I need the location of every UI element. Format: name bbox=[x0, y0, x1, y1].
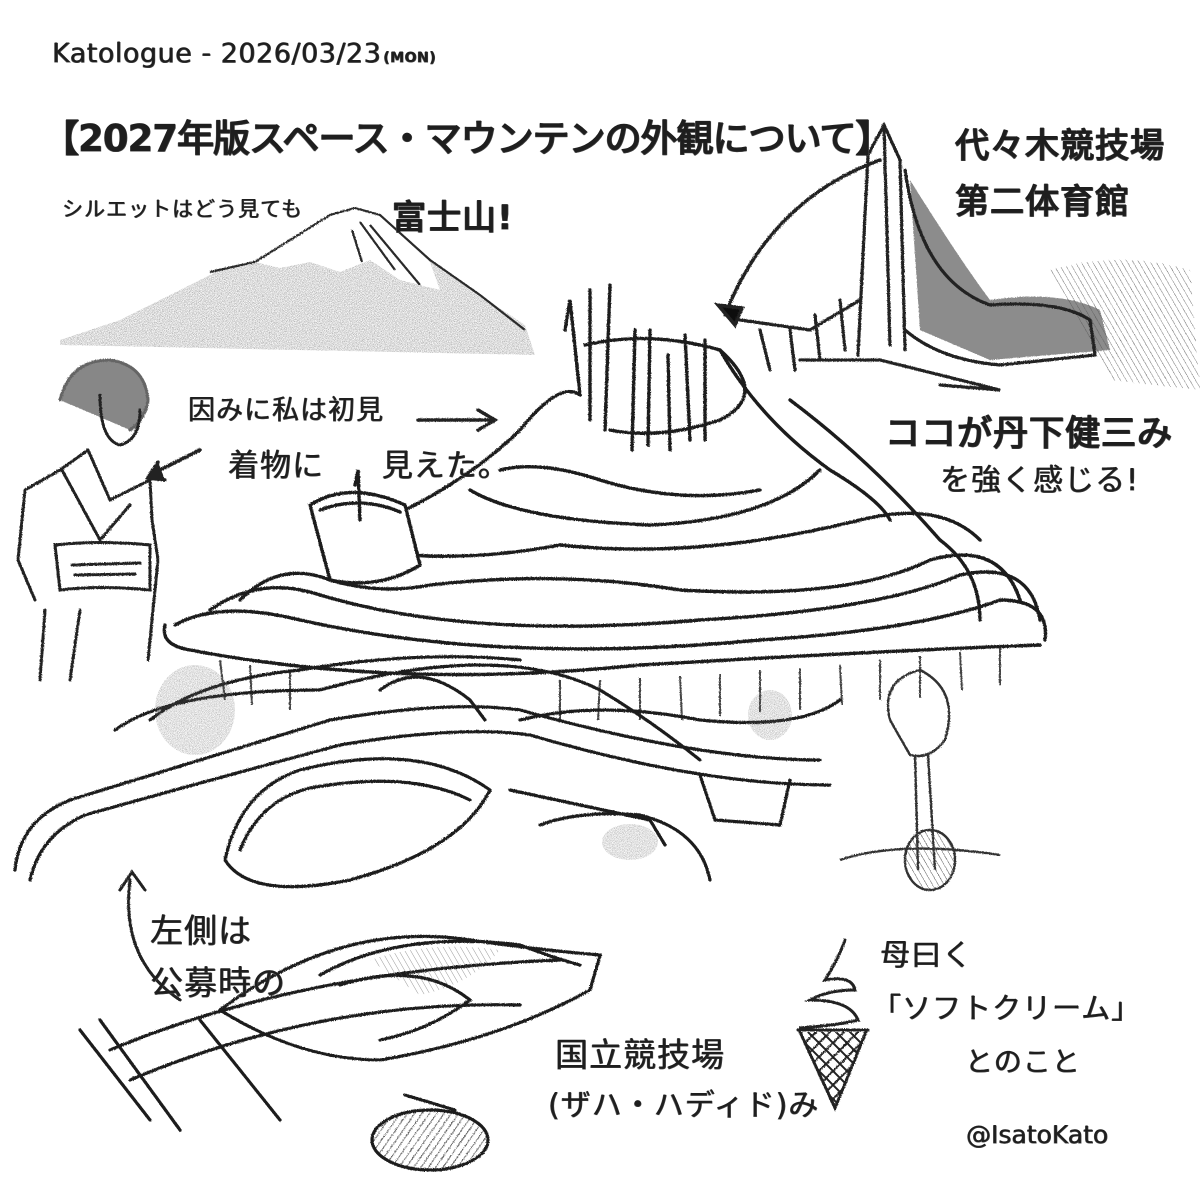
walkway-shading bbox=[155, 665, 792, 860]
tange-note-line2: を強く感じる! bbox=[940, 463, 1140, 498]
soft-serve-drawing bbox=[796, 938, 870, 1112]
tree-drawing bbox=[839, 668, 1001, 892]
kimono-note-line1: 因みに私は初見 bbox=[188, 395, 384, 426]
reportedly-label: とのこと bbox=[965, 1045, 1081, 1078]
blog-name: Katologue bbox=[52, 38, 193, 69]
walkways-drawing bbox=[13, 655, 842, 889]
yoyogi-gymnasium-drawing bbox=[738, 121, 1200, 392]
kimono-note-line2: 着物に 見えた。 bbox=[228, 440, 510, 485]
fuji-silhouette-note: シルエットはどう見ても bbox=[62, 197, 303, 221]
zaha-shading bbox=[370, 946, 500, 995]
left-side-note: 左側は 公募時の bbox=[150, 911, 286, 1002]
space-mountain-drawing bbox=[162, 283, 1048, 721]
left-side-arrow bbox=[118, 869, 182, 1002]
header-separator: - bbox=[192, 38, 221, 69]
kimono-note-ending: 見えた。 bbox=[381, 448, 510, 484]
national-stadium-label: 国立競技場 bbox=[555, 1035, 725, 1074]
mount-fuji-drawing bbox=[60, 206, 535, 355]
zaha-stadium-drawing bbox=[78, 934, 603, 1172]
fuji-label: 富士山! bbox=[392, 198, 514, 238]
page-title: 【2027年版スペース・マウンテンの外観について】 bbox=[42, 117, 892, 160]
entry-date: 2026/03/23 bbox=[220, 38, 382, 69]
blog-header: Katologue - 2026/03/23(MON) bbox=[52, 38, 436, 69]
author-signature: @IsatoKato bbox=[966, 1120, 1109, 1149]
yoyogi-gymnasium-label: 代々木競技場 第二体育館 bbox=[955, 126, 1165, 222]
annotation-arrows bbox=[145, 158, 882, 482]
soft-cream-label: 「ソフトクリーム」 bbox=[872, 991, 1142, 1025]
entry-weekday: (MON) bbox=[383, 50, 437, 66]
kimono-woman-drawing bbox=[16, 358, 160, 682]
mother-says-label: 母曰く bbox=[880, 938, 973, 973]
tange-note-line1: ココが丹下健三み bbox=[885, 414, 1174, 454]
zaha-hadid-label: (ザハ・ハディド)み bbox=[548, 1088, 820, 1123]
kimono-note-word: 着物に bbox=[228, 448, 324, 484]
